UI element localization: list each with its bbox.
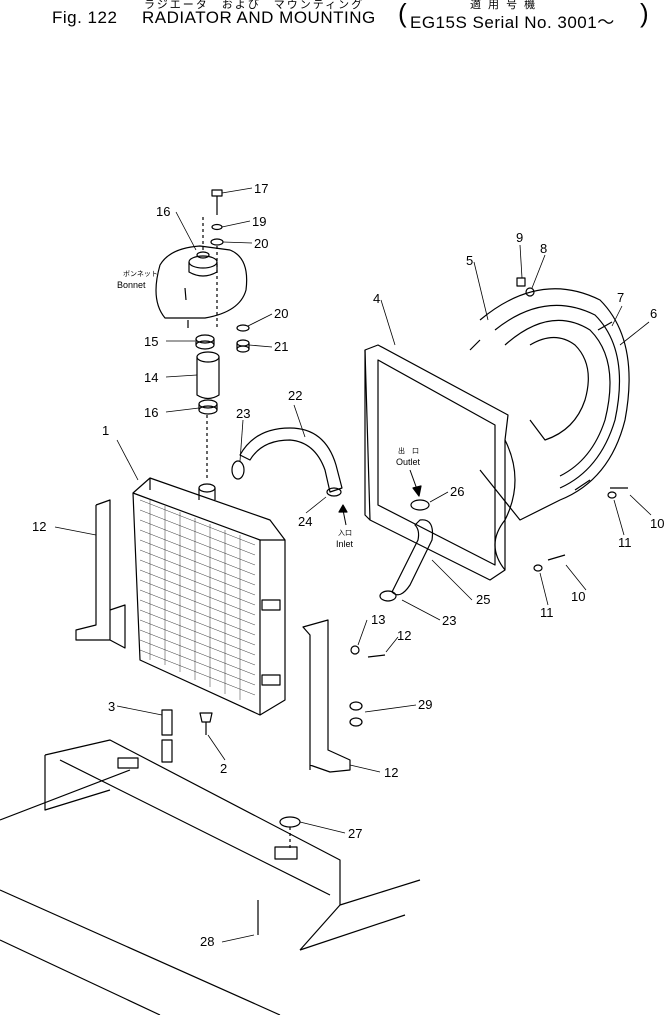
callout-20-lower: 20 bbox=[274, 306, 288, 321]
bonnet-label: Bonnet bbox=[117, 280, 146, 290]
washer-20-top bbox=[210, 238, 224, 246]
callout-12-right: 12 bbox=[384, 765, 398, 780]
callout-3: 3 bbox=[108, 699, 115, 714]
callout-11-upper: 11 bbox=[618, 535, 632, 550]
title-japanese: ラジエータ および マウンティング bbox=[144, 0, 365, 11]
washer-20-bottom bbox=[236, 324, 250, 332]
callout-23-upper: 23 bbox=[236, 406, 250, 421]
callout-26: 26 bbox=[450, 484, 464, 499]
figure-number: Fig. 122 bbox=[52, 8, 118, 27]
callout-12-left: 12 bbox=[32, 519, 46, 534]
callout-22: 22 bbox=[288, 388, 302, 403]
callout-19: 19 bbox=[252, 214, 266, 229]
inlet-label: Inlet bbox=[336, 539, 354, 549]
callout-27: 27 bbox=[348, 826, 362, 841]
callout-14: 13 bbox=[371, 612, 385, 627]
callout-5: 5 bbox=[466, 253, 473, 268]
washer-19 bbox=[211, 223, 223, 231]
fan-shroud-4 bbox=[364, 344, 516, 581]
callout-8: 8 bbox=[540, 241, 547, 256]
washer-27 bbox=[279, 816, 301, 828]
serial-close-paren: ) bbox=[640, 0, 649, 28]
washer-14 bbox=[350, 645, 360, 655]
figure-title: RADIATOR AND MOUNTING bbox=[142, 8, 376, 27]
callout-24: 24 bbox=[298, 514, 312, 529]
washer-11-upper bbox=[607, 491, 617, 499]
filler-neck bbox=[198, 483, 216, 493]
hose-clamp-16-lower bbox=[198, 399, 218, 415]
callout-10-upper: 10 bbox=[650, 516, 664, 531]
callout-21: 21 bbox=[274, 339, 288, 354]
serial-range: EG15S Serial No. 3001～ bbox=[410, 13, 615, 32]
outlet-label-jp: 出 口 bbox=[398, 446, 419, 455]
bracket-12-right bbox=[302, 619, 351, 773]
callout-15: 14 bbox=[144, 370, 158, 385]
outlet-label: Outlet bbox=[396, 457, 421, 467]
clamp-24 bbox=[326, 487, 342, 497]
clamp-23-lower bbox=[379, 590, 397, 602]
washer-8 bbox=[525, 287, 535, 297]
callout-18: 17 bbox=[254, 181, 268, 196]
callout-9: 9 bbox=[516, 230, 523, 245]
callout-20-upper: 20 bbox=[254, 236, 268, 251]
callout-25: 25 bbox=[476, 592, 490, 607]
callout-17: 16 bbox=[156, 204, 170, 219]
radiator-core bbox=[132, 477, 286, 716]
bolt-18 bbox=[211, 189, 223, 215]
mounting-frame bbox=[0, 739, 421, 1015]
filler-hose-15 bbox=[196, 351, 220, 400]
serial-open-paren: ( bbox=[398, 0, 407, 28]
bracket-12-left bbox=[75, 499, 126, 649]
callout-16-lower: 16 bbox=[144, 405, 158, 420]
callout-13: 12 bbox=[397, 628, 411, 643]
bonnet-label-jp: ボンネット bbox=[123, 270, 158, 278]
callout-23-lower: 23 bbox=[442, 613, 456, 628]
drain-plug-2 bbox=[199, 712, 213, 735]
callout-28: 28 bbox=[200, 934, 214, 949]
nut-9 bbox=[516, 277, 526, 287]
radiator-cap bbox=[188, 251, 218, 277]
bolt-7 bbox=[597, 321, 613, 331]
upper-hose-22 bbox=[239, 427, 343, 493]
callout-1: 1 bbox=[102, 423, 109, 438]
bolt-10-lower bbox=[547, 554, 566, 561]
callout-2: 2 bbox=[220, 761, 227, 776]
spacer-3 bbox=[161, 709, 173, 763]
nut-21 bbox=[236, 339, 250, 353]
fan-guard bbox=[469, 288, 630, 521]
callout-6: 6 bbox=[650, 306, 657, 321]
callout-10-lower: 10 bbox=[571, 589, 585, 604]
bolt-13 bbox=[367, 654, 386, 658]
nut-29 bbox=[349, 701, 363, 727]
callout-7: 7 bbox=[617, 290, 624, 305]
bonnet-panel bbox=[155, 245, 248, 319]
serial-japanese: 適 用 号 機 bbox=[470, 0, 538, 11]
clamp-23-upper bbox=[231, 460, 245, 480]
inlet-label-jp: 入口 bbox=[338, 529, 352, 537]
washer-11-lower bbox=[533, 564, 543, 572]
lower-hose-25 bbox=[391, 519, 434, 596]
callout-16-upper: 15 bbox=[144, 334, 158, 349]
callout-11-lower: 11 bbox=[540, 605, 554, 620]
clamp-26 bbox=[410, 499, 430, 511]
callout-4: 4 bbox=[373, 291, 380, 306]
callout-29: 29 bbox=[418, 697, 432, 712]
hose-clamp-16-upper bbox=[195, 334, 215, 350]
